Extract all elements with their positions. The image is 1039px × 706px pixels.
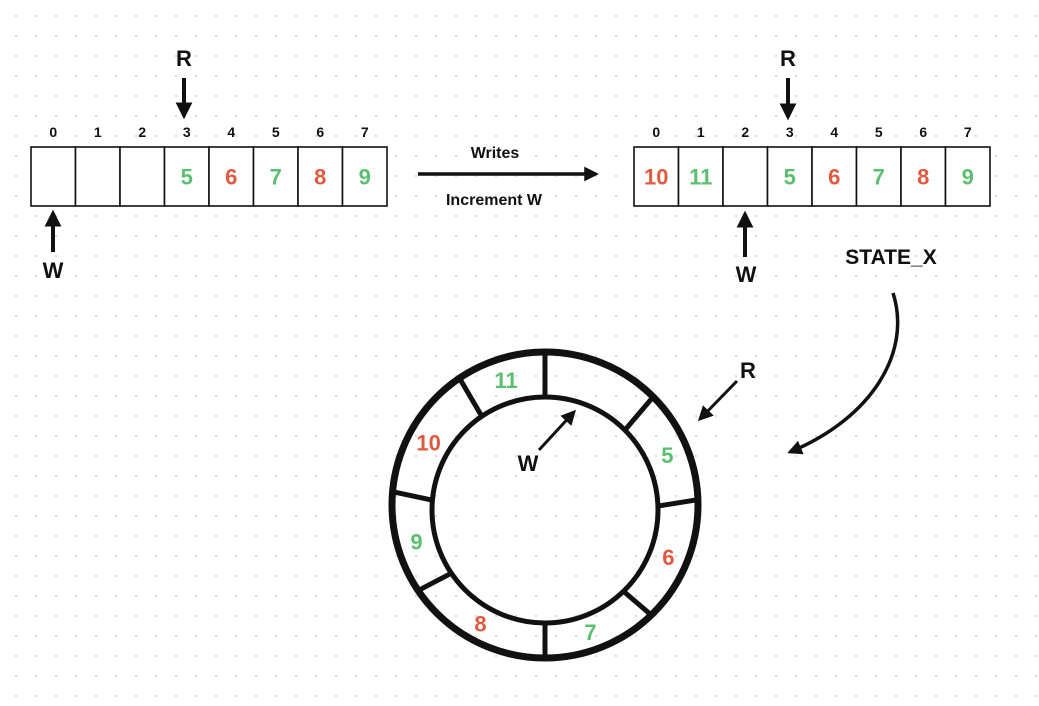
ring-divider-7 (457, 376, 484, 418)
after-cell-4 (811, 146, 858, 207)
after-cell-7 (944, 146, 991, 207)
before-index-2: 2 (138, 124, 146, 140)
before-cell-0 (30, 146, 77, 207)
after-cell-value-6: 8 (917, 165, 929, 190)
before-cell-value-5: 7 (270, 165, 282, 190)
ring-segment-value-1: 5 (661, 443, 673, 468)
after-index-1: 1 (697, 124, 705, 140)
ring-segment-value-5: 9 (410, 529, 422, 554)
after-cell-5 (855, 146, 902, 207)
after-cell-2 (722, 146, 769, 207)
ring-divider-2 (657, 497, 699, 509)
before-index-0: 0 (49, 124, 57, 140)
before-cell-value-6: 8 (314, 165, 326, 190)
after-cell-0 (633, 146, 680, 207)
after-cell-3 (766, 146, 813, 207)
before-cell-3 (163, 146, 210, 207)
transition-top-label: Writes (471, 145, 520, 162)
before-array: 0 1 2 3 5 4 6 5 7 6 8 7 9 (30, 124, 388, 207)
ring-divider-3 (621, 589, 653, 617)
after-cell-value-0: 10 (644, 165, 668, 190)
ring-write-label: W (518, 451, 539, 476)
before-index-4: 4 (227, 124, 235, 140)
ring-buffer: 11 5 6 7 8 9 10 (388, 348, 702, 662)
before-index-7: 7 (361, 124, 369, 140)
before-cell-1 (74, 146, 121, 207)
ring-divider-5 (416, 570, 453, 593)
after-cell-value-1: 11 (689, 165, 712, 190)
before-cell-7 (341, 146, 388, 207)
ring-segment-value-0: 11 (494, 368, 517, 393)
read-pointer-label-after: R (780, 46, 796, 71)
before-index-3: 3 (183, 124, 191, 140)
ring-divider-6 (392, 489, 433, 503)
ring-inner (429, 394, 661, 626)
after-index-0: 0 (652, 124, 660, 140)
ring-dividers (392, 352, 699, 658)
after-index-5: 5 (875, 124, 883, 140)
state-label: STATE_X (845, 246, 936, 269)
before-cell-5 (252, 146, 299, 207)
ring-divider-1 (622, 395, 656, 432)
before-cell-value-4: 6 (225, 165, 237, 190)
after-cell-6 (900, 146, 947, 207)
before-cell-value-3: 5 (181, 165, 193, 190)
write-pointer-label-before: W (43, 258, 64, 283)
after-index-3: 3 (786, 124, 794, 140)
after-cell-value-3: 5 (784, 165, 796, 190)
after-cell-value-4: 6 (828, 165, 840, 190)
after-index-4: 4 (830, 124, 838, 140)
ring-values: 11 5 6 7 8 9 10 (410, 368, 674, 645)
transition-bottom-label: Increment W (446, 192, 543, 209)
after-cell-value-7: 9 (962, 165, 974, 190)
ring-segment-value-2: 6 (662, 545, 674, 570)
ring-write-arrow (537, 409, 577, 452)
curved-arrow (787, 292, 900, 455)
ring-read-arrow (697, 379, 739, 422)
before-index-1: 1 (94, 124, 102, 140)
before-cell-4 (208, 146, 255, 207)
after-index-7: 7 (964, 124, 972, 140)
ring-segment-value-6: 10 (416, 431, 440, 456)
before-cell-2 (119, 146, 166, 207)
write-pointer-label-after: W (736, 262, 757, 287)
before-index-5: 5 (272, 124, 280, 140)
ring-read-label: R (740, 358, 756, 383)
before-index-6: 6 (316, 124, 324, 140)
read-pointer-label-before: R (176, 46, 192, 71)
before-cell-value-7: 9 (359, 165, 371, 190)
after-index-2: 2 (741, 124, 749, 140)
after-index-6: 6 (919, 124, 927, 140)
after-cell-value-5: 7 (873, 165, 885, 190)
ring-segment-value-4: 8 (474, 611, 486, 636)
ring-segment-value-3: 7 (584, 620, 596, 645)
